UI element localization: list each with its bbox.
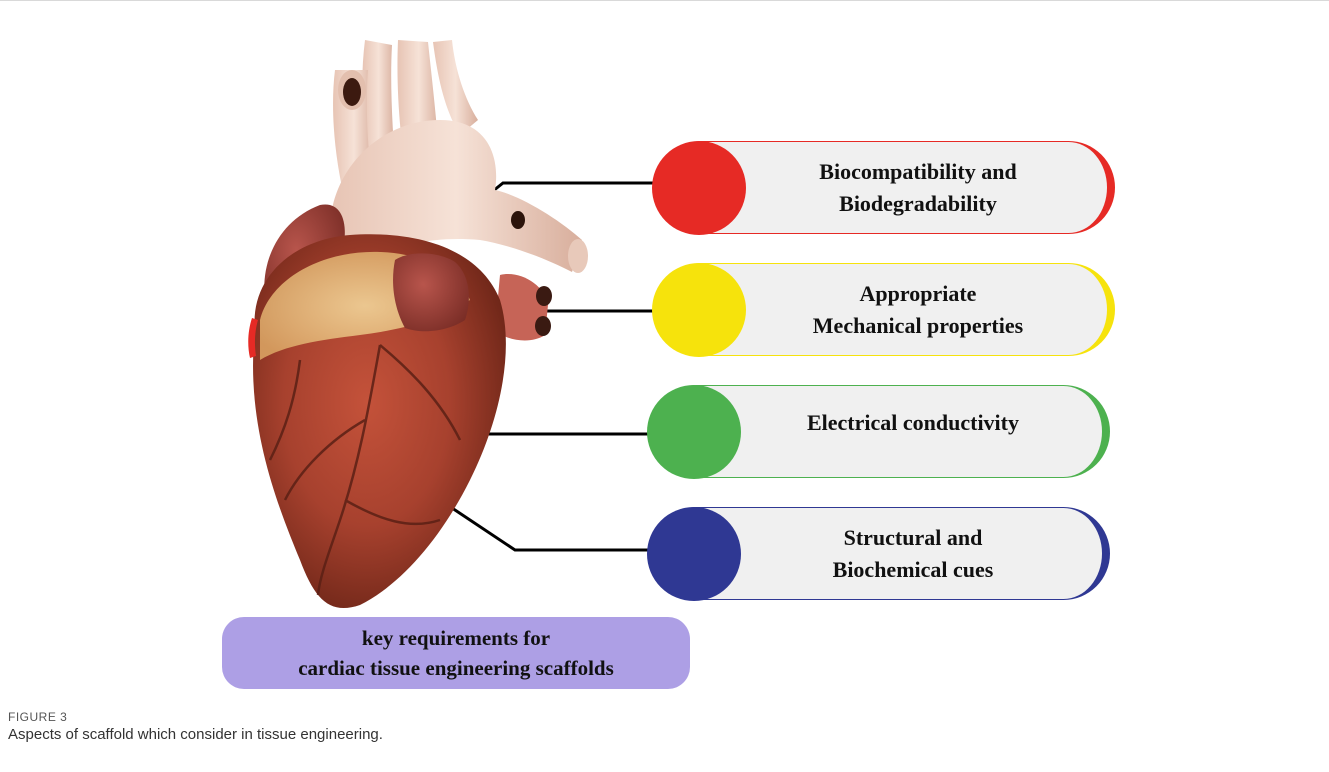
requirement-label: Biocompatibility and Biodegradability — [748, 141, 1088, 234]
requirement-color-dot — [652, 141, 746, 235]
requirement-color-dot — [647, 385, 741, 479]
requirement-label: Appropriate Mechanical properties — [748, 263, 1088, 356]
requirement-color-dot — [652, 263, 746, 357]
requirement-label: Structural and Biochemical cues — [743, 507, 1083, 600]
key-requirements-box: key requirements for cardiac tissue engi… — [222, 617, 690, 689]
figure-caption: Aspects of scaffold which consider in ti… — [8, 726, 383, 743]
figure-label: FIGURE 3 — [8, 710, 67, 724]
requirement-label: Electrical conductivity — [743, 385, 1083, 460]
requirement-color-dot — [647, 507, 741, 601]
